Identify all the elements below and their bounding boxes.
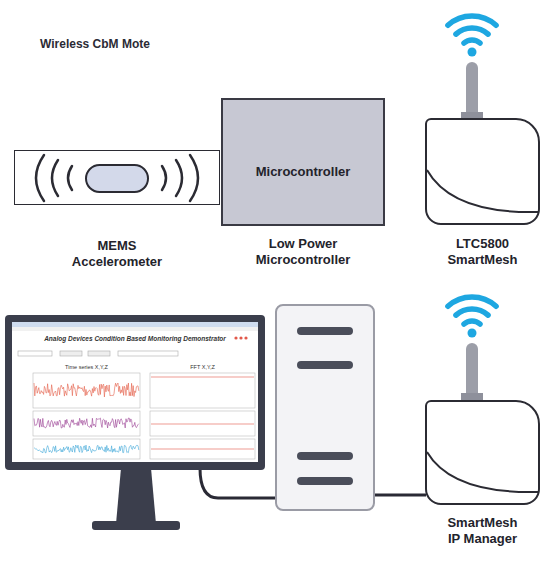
wifi-arc xyxy=(448,297,496,306)
wifi-arc xyxy=(464,321,480,324)
vibration-arc xyxy=(52,160,58,196)
device-curve xyxy=(427,170,538,212)
status-light xyxy=(234,336,237,339)
box-text: Microcontroller xyxy=(223,164,383,180)
vibration-arc xyxy=(162,166,166,190)
fft-trace xyxy=(151,424,254,425)
plot-frame xyxy=(150,373,255,408)
monitor-stand xyxy=(116,468,156,524)
vent-slot xyxy=(297,452,353,460)
vibration-arc xyxy=(36,155,44,201)
wifi-dot xyxy=(468,329,477,338)
window-title: Analog Devices Condition Based Monitorin… xyxy=(40,335,230,342)
wifi-arc xyxy=(464,40,480,43)
panel-title: Time series X,Y,Z xyxy=(33,364,140,370)
component-label: SmartMesh IP Manager xyxy=(442,515,524,546)
wifi-arc xyxy=(448,16,496,25)
drive-slot xyxy=(297,361,353,369)
plot-frame xyxy=(33,411,140,436)
plot-frames xyxy=(33,373,255,459)
antenna xyxy=(466,343,478,401)
screen-button xyxy=(60,351,82,356)
plot-frame xyxy=(150,439,255,459)
wifi-dot xyxy=(468,48,477,57)
vent-slot xyxy=(297,477,353,485)
fft-trace xyxy=(151,449,254,450)
component-label: MEMS Accelerometer xyxy=(61,238,173,269)
plot-frame xyxy=(33,439,140,459)
cable xyxy=(374,494,426,497)
vibration-arc xyxy=(176,160,182,196)
window-titlebar xyxy=(12,322,258,327)
wifi-arc xyxy=(456,309,488,315)
plot-frame xyxy=(33,373,140,408)
signal-trace xyxy=(34,383,139,397)
vibration-arc xyxy=(68,166,72,190)
tower-slots xyxy=(297,327,353,485)
sensor-pill xyxy=(86,165,148,192)
fft-trace xyxy=(151,377,254,378)
monitor-frame xyxy=(5,315,265,470)
pc-tower xyxy=(276,305,374,510)
status-lights xyxy=(234,336,247,339)
monitor-base xyxy=(92,521,180,530)
screen-field xyxy=(18,351,52,356)
microcontroller-box: MicrocontrollerLow Power Microcontroller xyxy=(221,98,385,226)
diagram-title: Wireless CbM Mote xyxy=(40,37,150,51)
component-label: Low Power Microcontroller xyxy=(244,236,362,267)
drive-slot xyxy=(297,327,353,335)
wifi-icon xyxy=(448,16,496,43)
wifi-icon xyxy=(448,297,496,324)
component-label: LTC5800 SmartMesh xyxy=(442,236,524,267)
status-light xyxy=(239,336,242,339)
radio-device: LTC5800 SmartMesh xyxy=(425,118,540,225)
wifi-arc xyxy=(456,28,488,34)
window-menubar xyxy=(12,327,258,331)
radio-device: SmartMesh IP Manager xyxy=(425,400,540,505)
screen-button xyxy=(88,351,110,356)
plot-frame xyxy=(150,411,255,436)
screen-field xyxy=(118,351,178,356)
vibration-arcs xyxy=(36,155,198,201)
antenna xyxy=(466,62,478,120)
vibration-arc xyxy=(190,155,198,201)
sensor-outline: MEMS Accelerometer xyxy=(14,150,220,205)
device-curve xyxy=(427,452,538,492)
cable xyxy=(200,468,276,498)
plot-traces xyxy=(34,377,254,453)
monitor-screen xyxy=(12,322,258,462)
signal-trace xyxy=(34,445,139,453)
signal-trace xyxy=(34,418,139,428)
panel-title: FFT X,Y,Z xyxy=(150,364,255,370)
status-light xyxy=(244,336,247,339)
